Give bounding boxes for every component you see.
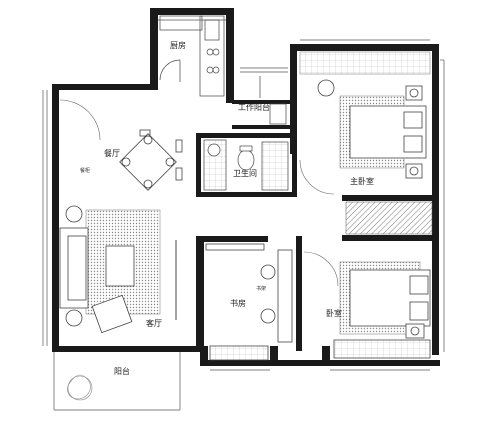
room-label-balcony: 阳台 [114, 366, 130, 376]
balcony-plant [67, 374, 93, 401]
room-label-bathroom: 卫生间 [233, 168, 257, 178]
walls [52, 8, 440, 366]
label-dining-cabinet: 餐柜 [80, 167, 90, 174]
bedroom-bed [333, 269, 431, 359]
kitchen-fixtures [159, 15, 225, 97]
dining-door [59, 99, 101, 141]
room-label-dining: 餐厅 [104, 149, 120, 158]
living-sofa [59, 205, 135, 334]
room-label-living: 客厅 [146, 318, 162, 328]
master-bed [317, 79, 427, 179]
room-label-master-bedroom: 主卧室 [350, 176, 374, 186]
hall-wardrobe [345, 201, 433, 235]
room-label-work-balcony: 工作阳台 [238, 102, 270, 112]
master-door [299, 159, 335, 195]
master-wardrobe [299, 51, 431, 75]
study-fixtures [205, 243, 293, 361]
room-label-study: 书房 [230, 298, 246, 308]
room-label-kitchen: 厨房 [170, 40, 186, 50]
work-balcony-fixtures [259, 76, 287, 125]
room-label-bedroom: 卧室 [326, 308, 342, 318]
windows [42, 19, 445, 411]
bedroom-door [303, 251, 339, 287]
dining-table [119, 129, 183, 191]
bathroom-fixtures [203, 139, 289, 191]
label-study-desk: 书架 [256, 285, 266, 292]
